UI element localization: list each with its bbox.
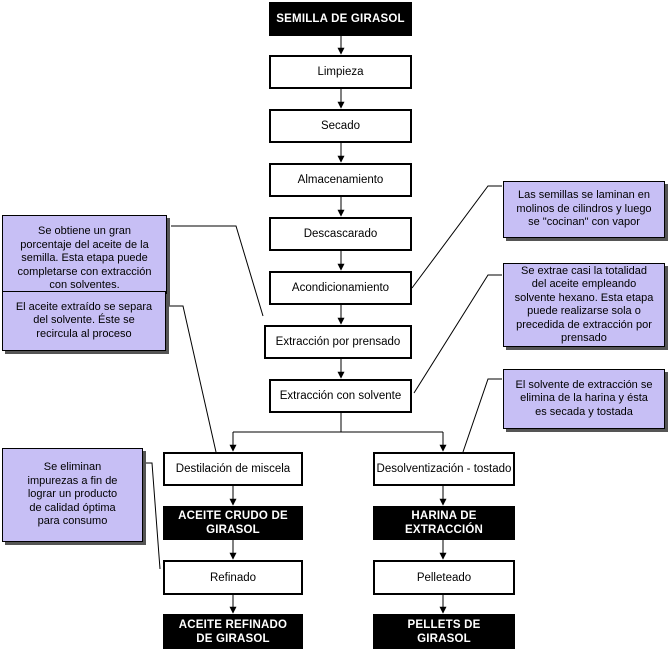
node-crude-oil: ACEITE CRUDO DE GIRASOL <box>163 506 303 540</box>
node-pellets-label: PELLETS DE GIRASOL <box>407 618 481 645</box>
node-conditioning: Acondicionamiento <box>269 271 412 305</box>
node-storage: Almacenamiento <box>269 163 412 197</box>
node-crude-oil-label: ACEITE CRUDO DE GIRASOL <box>178 510 288 536</box>
note-solvent-extraction: Se extrae casi la totalidad del aceite e… <box>503 263 665 347</box>
note-refining: Se eliminan impurezas a fin de lograr un… <box>2 448 143 542</box>
node-refining-label: Refinado <box>209 571 257 584</box>
node-refined-oil: ACEITE REFINADO DE GIRASOL <box>163 614 303 649</box>
node-solvent-extraction-label: Extracción con solvente <box>279 390 402 402</box>
node-pelleting: Pelleteado <box>373 560 515 595</box>
node-cleaning: Limpieza <box>269 55 412 89</box>
leader-press-note <box>171 225 264 317</box>
node-meal: HARINA DE EXTRACCIÓN <box>373 506 515 540</box>
leader-refining-note <box>145 462 161 570</box>
node-miscella-distillation: Destilación de miscela <box>163 452 303 486</box>
node-cleaning-label: Limpieza <box>317 66 364 78</box>
node-pelleting-label: Pelleteado <box>416 571 472 584</box>
node-storage-label: Almacenamiento <box>297 174 384 186</box>
note-refining-text: Se eliminan impurezas a fin de lograr un… <box>27 461 118 528</box>
note-distillation-text: El aceite extraído se separa del solvent… <box>15 300 153 340</box>
leader-distillation-note <box>168 305 217 453</box>
leader-conditioning-note <box>411 185 502 289</box>
node-conditioning-label: Acondicionamiento <box>291 282 390 294</box>
node-drying-label: Secado <box>320 120 360 132</box>
leader-solvent-note <box>413 274 502 394</box>
note-solvent-extraction-text: Se extrae casi la totalidad del aceite e… <box>514 264 654 345</box>
node-meal-label: HARINA DE EXTRACCIÓN <box>404 510 484 536</box>
node-seed: SEMILLA DE GIRASOL <box>269 2 412 36</box>
note-distillation: El aceite extraído se separa del solvent… <box>2 291 166 351</box>
note-desolventizing: El solvente de extracción se elimina de … <box>503 369 665 429</box>
node-dehulling: Descascarado <box>269 217 412 251</box>
node-miscella-distillation-label: Destilación de miscela <box>175 463 291 475</box>
node-desolventizing-label: Desolventización - tostado <box>376 463 512 475</box>
leader-desolventizing-note <box>462 378 502 453</box>
note-press-extraction-text: Se obtiene un gran porcentaje del aceite… <box>17 225 152 292</box>
node-pellets: PELLETS DE GIRASOL <box>373 614 515 649</box>
node-press-extraction: Extracción por prensado <box>264 325 412 359</box>
node-seed-label: SEMILLA DE GIRASOL <box>276 13 405 25</box>
note-conditioning-text: Las semillas se laminan en molinos de ci… <box>516 189 652 229</box>
node-refined-oil-label: ACEITE REFINADO DE GIRASOL <box>178 618 288 645</box>
node-drying: Secado <box>269 109 412 143</box>
node-solvent-extraction: Extracción con solvente <box>269 379 412 413</box>
note-conditioning: Las semillas se laminan en molinos de ci… <box>503 181 665 238</box>
node-dehulling-label: Descascarado <box>303 228 378 240</box>
note-press-extraction: Se obtiene un gran porcentaje del aceite… <box>2 215 167 303</box>
note-desolventizing-text: El solvente de extracción se elimina de … <box>515 378 653 418</box>
node-refining: Refinado <box>163 560 303 595</box>
node-desolventizing: Desolventización - tostado <box>373 452 515 486</box>
node-press-extraction-label: Extracción por prensado <box>275 336 401 348</box>
